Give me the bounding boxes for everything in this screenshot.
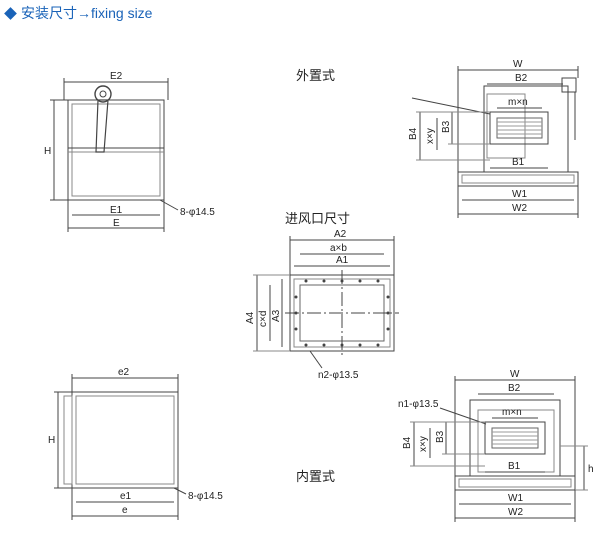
label-A2: A2 (334, 229, 347, 240)
label-holes: n1-φ13.5 (398, 399, 439, 410)
label-W2: W2 (508, 507, 523, 518)
base-inner (458, 478, 572, 488)
section-title: 安装尺寸→fixing size (21, 5, 153, 21)
label-A1: A1 (336, 255, 349, 266)
label-B3: B3 (441, 120, 452, 133)
actuator-hub (99, 90, 107, 98)
label-mxn: m×n (502, 407, 522, 418)
caption-inlet: 进风口尺寸 (285, 212, 350, 227)
label-axb: a×b (330, 243, 347, 254)
leader-line (411, 97, 491, 115)
label-xxy: x×y (418, 436, 429, 452)
side-flange (63, 395, 73, 485)
section-header: 安装尺寸→fixing size (4, 3, 153, 23)
label-A3: A3 (271, 309, 282, 322)
label-B4: B4 (408, 127, 419, 140)
actuator-lever (95, 99, 109, 153)
label-H: H (44, 146, 51, 157)
label-B1: B1 (508, 461, 521, 472)
diagram-inlet (253, 236, 399, 369)
label-W: W (510, 369, 520, 380)
frame-inner (75, 395, 175, 485)
label-W2: W2 (512, 203, 527, 214)
label-mxn: m×n (508, 97, 528, 108)
label-A4: A4 (245, 311, 256, 324)
label-cxd: c×d (258, 311, 269, 327)
label-B2: B2 (515, 73, 528, 84)
label-H: H (48, 435, 55, 446)
filter-mesh (496, 117, 543, 139)
label-B2: B2 (508, 383, 521, 394)
caption-internal: 内置式 (296, 469, 335, 485)
label-holes: 8-φ14.5 (180, 207, 215, 218)
leader-line (439, 407, 487, 425)
diagram-external-front (50, 78, 179, 232)
label-E1: E1 (110, 205, 123, 216)
label-W1: W1 (512, 189, 527, 200)
base-inner (461, 174, 575, 184)
label-e1: e1 (120, 491, 132, 502)
base-plate (457, 171, 579, 187)
actuator-knob-icon (94, 85, 112, 103)
label-holes: 8-φ14.5 (188, 491, 223, 502)
leader-line (173, 487, 187, 495)
label-xxy: x×y (425, 128, 436, 144)
label-B4: B4 (402, 436, 413, 449)
diagram-external-side (411, 66, 579, 218)
label-W1: W1 (508, 493, 523, 504)
frame-outer (71, 391, 179, 489)
label-B1: B1 (512, 157, 525, 168)
label-e: e (122, 505, 128, 516)
diagram-internal-front (54, 374, 187, 520)
diagram-internal-side (410, 376, 588, 522)
bolt-holes (294, 279, 390, 347)
motor-box-icon (561, 77, 577, 93)
frame-outer (67, 99, 165, 201)
inlet-window (489, 111, 549, 145)
leader-line (159, 199, 179, 211)
base-plate (454, 475, 576, 491)
label-holes: n2-φ13.5 (318, 370, 359, 381)
label-W: W (513, 59, 523, 70)
inlet-window (484, 421, 546, 455)
label-e2: e2 (118, 367, 130, 378)
label-B3: B3 (435, 430, 446, 443)
label-E: E (113, 218, 120, 229)
frame-inner (71, 103, 161, 197)
label-E2: E2 (110, 71, 123, 82)
leader-line (309, 350, 323, 369)
label-h: h (588, 464, 594, 475)
caption-external: 外置式 (296, 69, 335, 84)
filter-mesh (491, 427, 539, 449)
